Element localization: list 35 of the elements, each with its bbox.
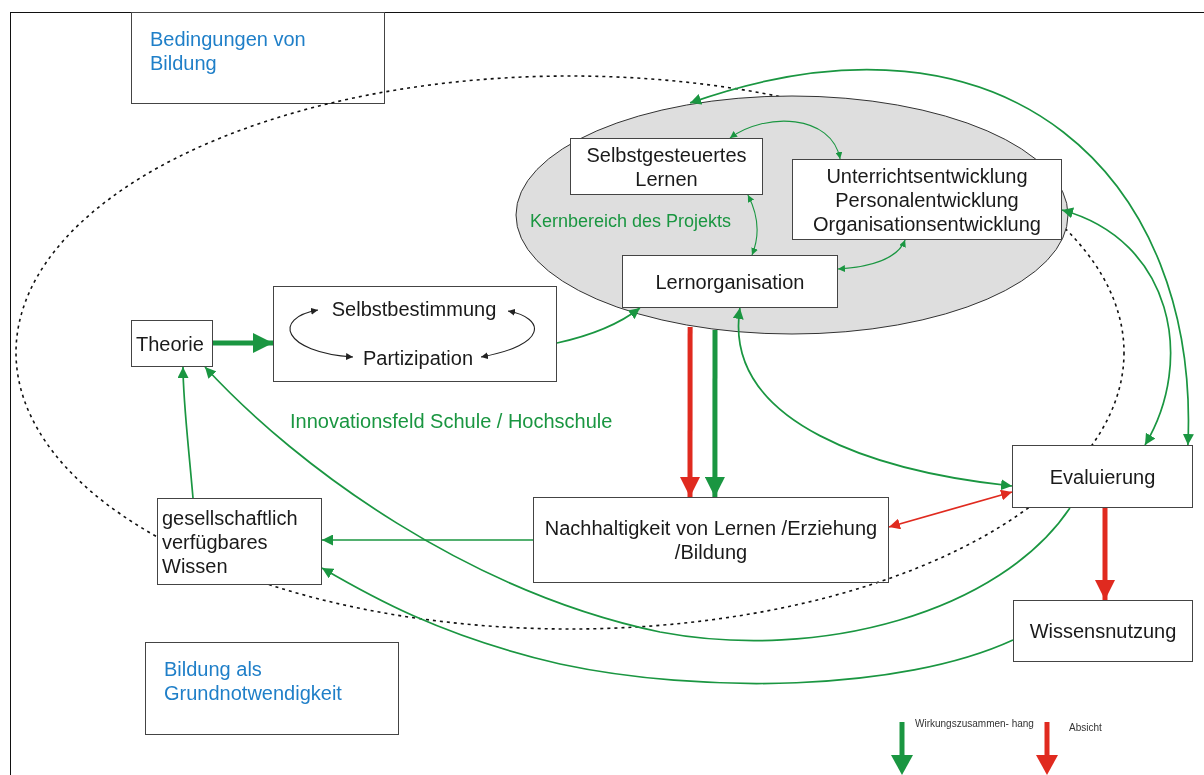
arrow <box>204 366 1071 642</box>
arrow <box>177 366 194 499</box>
process-box: Bildung als Grundnotwendigkeit <box>145 642 399 735</box>
arrow <box>680 327 700 497</box>
arrow <box>321 534 534 546</box>
arrow <box>689 69 1194 446</box>
process-box: Unterrichtsentwicklung Personalentwicklung Organisationsentwicklung <box>792 159 1062 240</box>
text-label: Partizipation <box>354 346 482 370</box>
arrow <box>837 239 906 272</box>
process-box: Theorie <box>131 320 213 367</box>
legend-text: Wirkungszusammen- hang <box>915 718 1034 730</box>
arrow <box>747 194 758 256</box>
region-label: Innovationsfeld Schule / Hochschule <box>290 410 613 433</box>
arrow <box>480 309 535 359</box>
arrow <box>734 307 1013 491</box>
process-box: Selbstgesteuertes Lernen <box>570 138 763 195</box>
process-box: gesellschaftlich verfügbares Wissen <box>157 498 322 585</box>
arrow <box>704 330 725 497</box>
shaded-ellipse <box>515 95 1069 335</box>
process-box: Bedingungen von Bildung <box>131 12 385 104</box>
arrow <box>556 307 641 344</box>
legend-text: Absicht <box>1069 722 1102 734</box>
arrow <box>1061 208 1172 446</box>
arrow <box>321 567 1014 685</box>
arrow <box>213 333 273 353</box>
arrow <box>289 308 354 360</box>
process-box: Wissensnutzung <box>1013 600 1193 662</box>
arrow <box>888 489 1013 530</box>
process-box <box>273 286 557 382</box>
process-box: Evaluierung <box>1012 445 1193 508</box>
arrow <box>1095 508 1115 600</box>
region-label: Kernbereich des Projekts <box>530 211 732 232</box>
arrow <box>729 120 842 160</box>
text-label: Selbstbestimmung <box>319 297 509 321</box>
process-box: Lernorganisation <box>622 255 838 308</box>
